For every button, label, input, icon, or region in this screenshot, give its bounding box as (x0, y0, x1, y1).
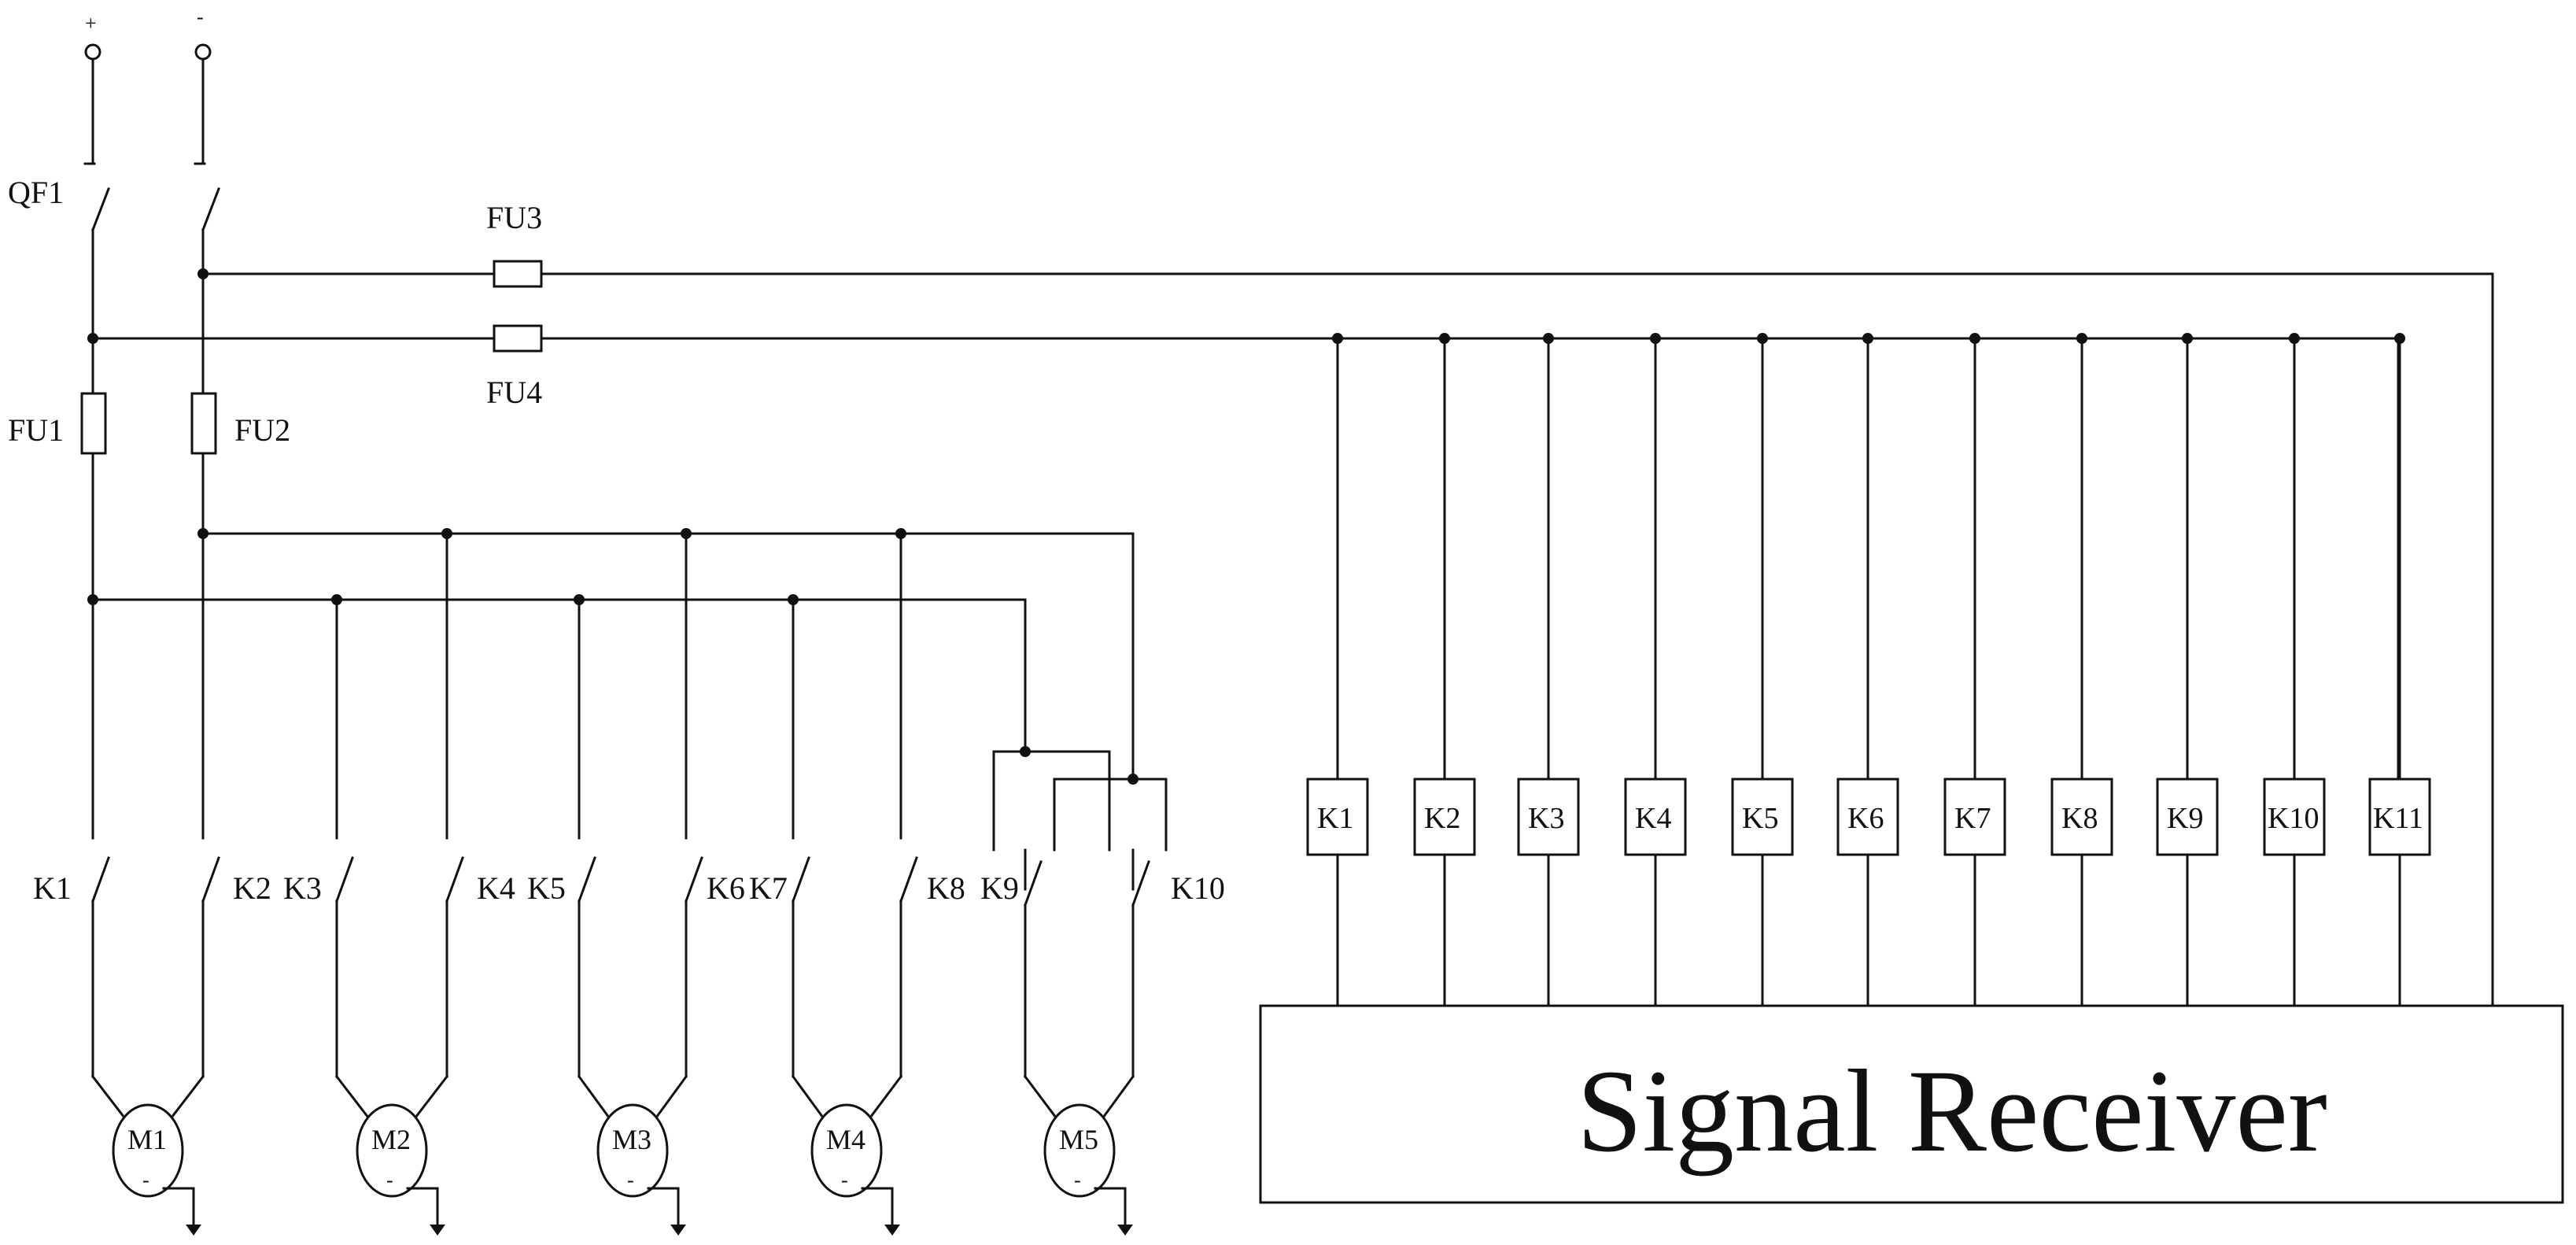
motor-sign: - (142, 1169, 149, 1191)
contact-k2: K2 (201, 856, 271, 1078)
receiver-box (1259, 1004, 2564, 1204)
contact-label: K9 (980, 870, 1019, 906)
fuse-fu3 (493, 260, 543, 288)
contact-k5: K5 (527, 856, 596, 1078)
motor-sign: - (627, 1169, 634, 1191)
relay-group: K11 K22 K33 K44 K55 K66 K77 K88 K99 K1010 K1111 (1306, 333, 2431, 1049)
motor-m1: M1 - (90, 1074, 205, 1236)
contact-label: K2 (233, 870, 271, 906)
motor-m5: M5 - (1023, 1074, 1135, 1236)
motor-label: M4 (826, 1124, 865, 1155)
relay-label: K6 (1847, 802, 1884, 835)
contact-k9: K9 (980, 860, 1043, 1078)
motor-m3: M3 - (577, 1074, 688, 1236)
relay-k9: K99 (2156, 333, 2219, 1049)
relay-label: K7 (1954, 802, 1991, 835)
fuse-fu4 (493, 324, 543, 353)
breaker-qf1: QF1 (8, 162, 220, 340)
ground-icon (430, 1225, 445, 1236)
contact-k3: K3 (283, 856, 354, 1078)
motor-sign: - (841, 1169, 848, 1191)
contact-k4: K4 (445, 856, 515, 1078)
minus-terminal (194, 43, 212, 61)
relay-k4: K44 (1624, 333, 1687, 1049)
ground-icon (1117, 1225, 1133, 1236)
relay-k7: K77 (1943, 333, 2006, 1049)
contact-k1: K1 (33, 856, 110, 1078)
fu2-label: FU2 (234, 412, 290, 448)
motor-label: M3 (612, 1124, 651, 1155)
contact-k10: K10 (1131, 860, 1225, 1078)
power-fuses: FU1 FU2 (8, 272, 290, 840)
relay-k10: K1010 (2263, 333, 2326, 1049)
relay-label: K10 (2268, 802, 2319, 835)
contact-label: K7 (749, 870, 788, 906)
fu3-label: FU3 (486, 200, 542, 235)
relay-k3: K33 (1517, 333, 1580, 1049)
contact-label: K6 (707, 870, 745, 906)
signal-receiver: Signal Receiver (1259, 1004, 2564, 1204)
relay-k11: K1111 (2368, 333, 2431, 1049)
supply-terminals: + - (84, 6, 212, 163)
contact-k6: K6 (685, 856, 745, 1078)
motor-m4: M4 - (791, 1074, 903, 1236)
ground-icon (670, 1225, 686, 1236)
motor-label: M5 (1059, 1124, 1098, 1155)
ground-icon (884, 1225, 900, 1236)
motor-buses (87, 528, 1135, 840)
contact-k7: K7 (749, 856, 810, 1078)
contact-label: K10 (1171, 870, 1225, 906)
motor-label: M2 (371, 1124, 411, 1155)
contact-label: K4 (477, 870, 515, 906)
motor-label: M1 (127, 1124, 167, 1155)
fu1-label: FU1 (8, 412, 64, 448)
fu4-label: FU4 (486, 375, 542, 410)
fuse-fu2 (190, 392, 217, 455)
motor-m2: M2 - (334, 1074, 449, 1236)
receiver-title: Signal Receiver (1577, 1046, 2327, 1177)
ground-icon (186, 1225, 201, 1236)
relay-label: K11 (2373, 802, 2423, 835)
relay-k6: K66 (1836, 333, 1899, 1049)
motor-sign: - (386, 1169, 393, 1191)
motor-group: M1 - M2 - M3 - M4 - M5 - (90, 1074, 1135, 1236)
relay-label: K2 (1424, 802, 1460, 835)
relay-label: K4 (1635, 802, 1671, 835)
contact-label: K1 (33, 870, 72, 906)
control-bus: FU3 FU4 (87, 200, 2494, 1007)
plus-terminal-label: + (85, 12, 97, 35)
contact-label: K3 (283, 870, 322, 906)
reversing-crossover (992, 746, 1168, 891)
minus-terminal-label: - (197, 6, 204, 28)
relay-label: K1 (1317, 802, 1353, 835)
contact-label: K8 (927, 870, 965, 906)
contact-label: K5 (527, 870, 566, 906)
relay-k1: K11 (1306, 333, 1369, 1049)
fuse-fu1 (80, 392, 107, 455)
relay-k8: K88 (2050, 333, 2113, 1049)
relay-label: K9 (2167, 802, 2203, 835)
relay-label: K3 (1528, 802, 1564, 835)
relay-k5: K55 (1731, 333, 1794, 1049)
breaker-label: QF1 (8, 175, 64, 210)
relay-label: K8 (2061, 802, 2098, 835)
plus-terminal (84, 43, 101, 61)
relay-label: K5 (1742, 802, 1778, 835)
motor-sign: - (1074, 1169, 1081, 1191)
relay-k2: K22 (1413, 333, 1476, 1049)
contact-k8: K8 (899, 856, 965, 1078)
